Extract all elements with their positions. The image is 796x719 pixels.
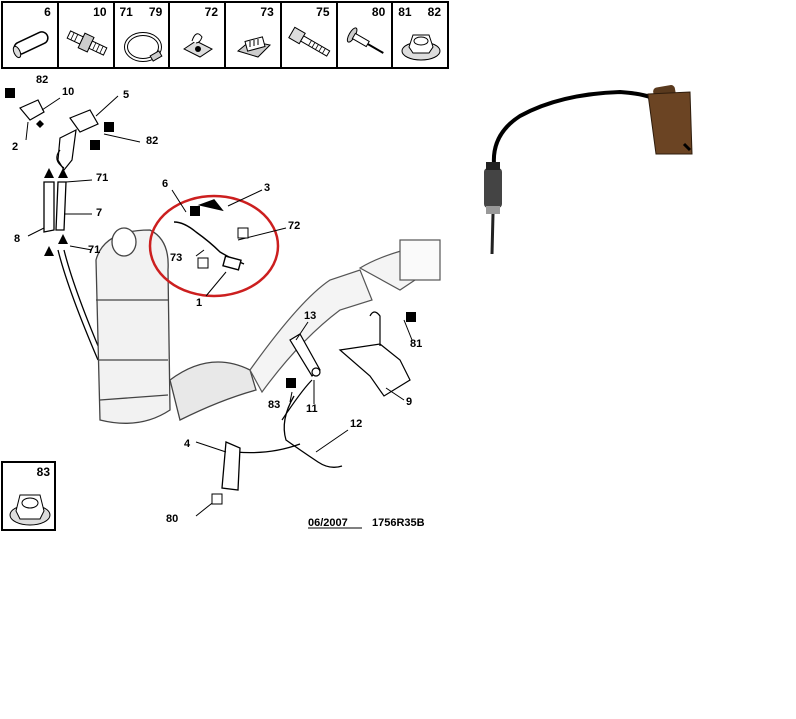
stud-bolt-icon [66,30,108,56]
empty-square-markers [197,227,249,505]
callout-10: 10 [62,86,75,98]
callout-13: 13 [304,310,317,322]
legend-number: 71 [119,5,133,19]
sensor-photo [484,85,693,255]
footer-ref: 1756R35B [372,517,425,529]
legend-number: 79 [148,5,163,19]
legend-cell-72: 72 [170,3,226,67]
inset-number: 83 [36,465,50,479]
callout-82: 82 [146,135,159,147]
hose-clamp-icon [123,32,163,62]
callout-72: 72 [288,220,301,232]
callout-11: 11 [306,403,318,415]
legend-number: 73 [260,5,274,19]
particulate-filter [95,227,257,424]
rivet-icon [346,27,384,54]
callout-3: 3 [264,182,271,194]
legend-number: 10 [93,5,107,19]
flange-nut-icon [401,34,441,61]
callout-12: 12 [350,418,363,430]
inset-box-83: 83 [1,461,56,531]
clip-fastener-icon [183,33,214,58]
legend-number: 82 [427,5,441,19]
legend-cell-10: 10 [59,3,115,67]
legend-strip: 6 10 71 79 72 [1,1,449,69]
callout-81: 81 [410,338,423,350]
bracket-assembly-2-5 [19,99,99,172]
callout-83: 83 [268,399,281,411]
flange-nut-icon [9,494,51,526]
footer-date: 06/2007 [308,517,348,529]
sleeve-icon [12,31,49,59]
legend-number: 81 [398,5,412,19]
callout-2: 2 [12,141,19,153]
callout-9: 9 [406,396,413,408]
highlight-circle [148,194,280,298]
legend-cell-71-79: 71 79 [115,3,171,67]
callout-80: 80 [166,513,179,525]
legend-number: 80 [371,5,386,19]
lower-sensor-12 [221,395,343,491]
legend-cell-80: 80 [338,3,394,67]
legend-number: 6 [44,5,51,19]
markers [5,88,416,388]
callout-6: 6 [162,178,169,190]
legend-cell-75: 75 [282,3,338,67]
callout-71: 71 [96,172,109,184]
legend-cell-73: 73 [226,3,282,67]
callout-8: 8 [14,233,21,245]
callout-71: 71 [88,244,101,256]
callout-5: 5 [123,89,130,101]
callout-1: 1 [196,297,203,309]
connector-clip-icon [236,36,272,58]
callout-82: 82 [36,74,49,86]
temperature-sensor-1 [173,199,245,271]
bolt-icon [287,26,331,57]
callout-73: 73 [170,252,183,264]
brackets-9-11-13 [281,311,411,421]
legend-number: 72 [204,5,218,19]
hose-7-8 [43,181,105,361]
legend-cell-6: 6 [3,3,59,67]
legend-number: 75 [316,5,330,19]
callout-7: 7 [96,207,103,219]
callout-4: 4 [184,438,191,450]
legend-cell-81-82: 81 82 [393,3,447,67]
exhaust-pipe [249,239,441,394]
